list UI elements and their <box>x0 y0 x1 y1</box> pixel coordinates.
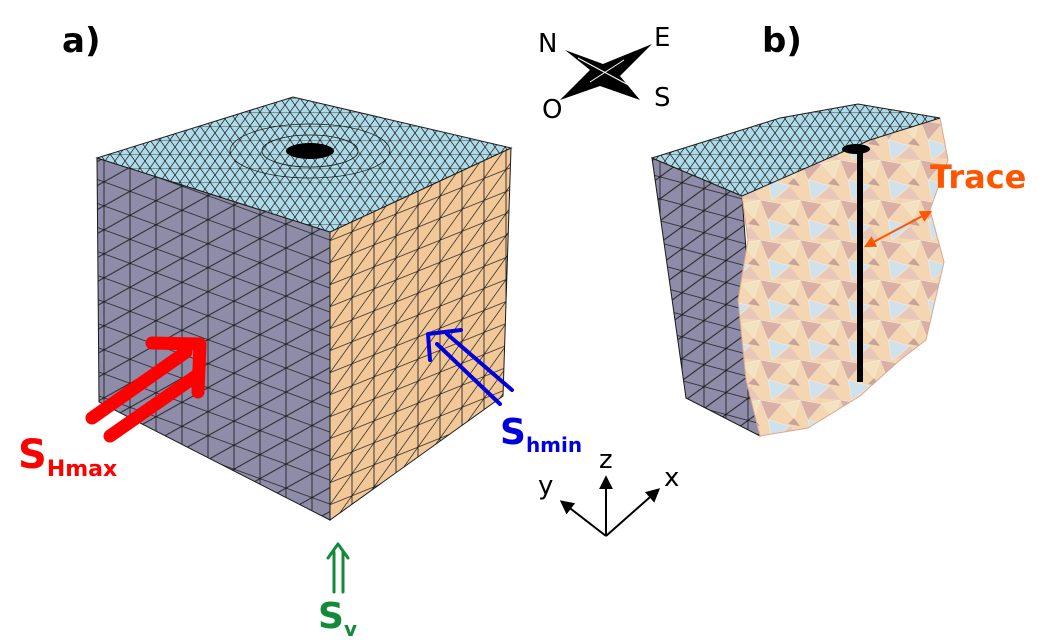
mesh-cube <box>95 96 513 521</box>
cutblock-top-face <box>650 103 941 197</box>
compass-north: N <box>538 29 557 59</box>
shmax-arrow <box>85 336 207 443</box>
cutblock-wellbore <box>842 144 870 154</box>
trace-arrow <box>863 210 933 248</box>
compass-south: S <box>654 83 671 113</box>
fracture-surface <box>737 117 949 437</box>
shmin-label: Shmin <box>500 412 582 457</box>
trace-label: Trace <box>930 158 1026 196</box>
wellbore-dense-mesh <box>286 143 334 159</box>
cube-top-face <box>95 96 513 233</box>
sv-label: Sv <box>318 596 357 640</box>
axis-y-label: y <box>538 471 553 501</box>
shmax-label: SHmax <box>18 432 117 482</box>
wellbore-trace-line <box>857 146 863 382</box>
compass-west: O <box>542 95 562 125</box>
axis-x-label: x <box>664 463 679 493</box>
panel-a-label: a) <box>62 21 100 61</box>
coordinate-axes <box>559 475 661 537</box>
compass-east: E <box>654 23 670 53</box>
wellbore-ring-outer <box>229 123 391 179</box>
shmin-arrow <box>426 328 514 406</box>
cut-block <box>650 103 949 437</box>
axis-z-label: z <box>599 445 613 475</box>
wellbore-ring <box>261 134 359 168</box>
panel-b-label: b) <box>762 21 802 61</box>
sv-arrow <box>326 542 350 594</box>
compass-rose: N E S O <box>538 23 671 125</box>
